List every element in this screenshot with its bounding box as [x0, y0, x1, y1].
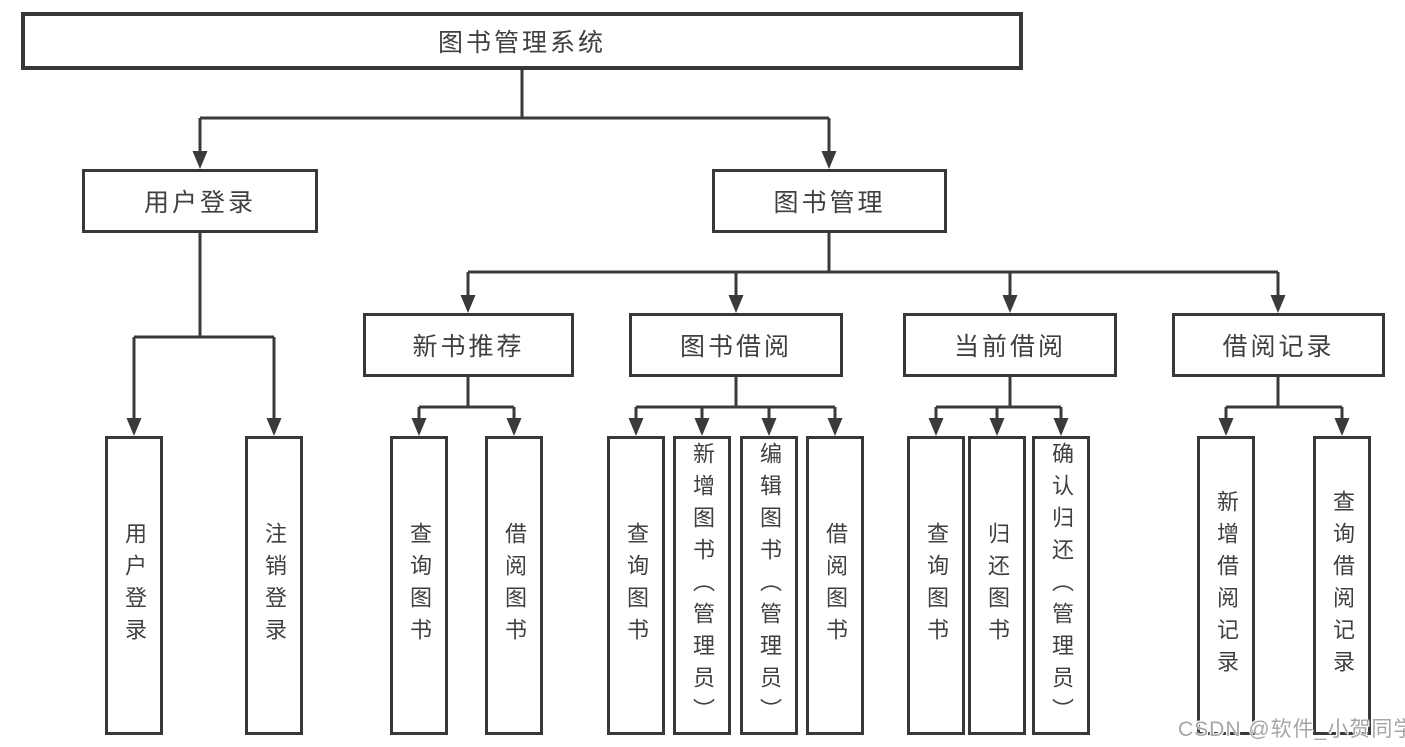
- arrowhead: [411, 418, 427, 436]
- node-current-borrow: 当前借阅: [903, 313, 1117, 377]
- leaf-recommend-borrow-books-label: 借阅图书: [502, 521, 527, 650]
- leaf-borrow-borrow-books: 借阅图书: [806, 436, 864, 735]
- arrowhead: [1053, 418, 1069, 436]
- leaf-user-login: 用户登录: [105, 436, 163, 735]
- leaf-records-add-record-label: 新增借阅记录: [1214, 489, 1239, 682]
- leaf-borrow-query-books-label: 查询图书: [624, 521, 649, 650]
- leaf-current-confirm-return-admin: 确认归还（管理员）: [1032, 436, 1090, 735]
- leaf-borrow-edit-books-admin: 编辑图书（管理员）: [740, 436, 798, 735]
- arrowhead: [506, 418, 522, 436]
- node-borrow-records: 借阅记录: [1172, 313, 1385, 377]
- arrowhead: [460, 295, 476, 313]
- arrowhead: [192, 151, 208, 169]
- arrowhead: [761, 418, 777, 436]
- arrowhead: [821, 151, 837, 169]
- arrowhead: [1002, 295, 1018, 313]
- leaf-records-query-record: 查询借阅记录: [1313, 436, 1371, 735]
- leaf-current-return-books-label: 归还图书: [985, 521, 1010, 650]
- leaf-borrow-add-books-admin: 新增图书（管理员）: [673, 436, 731, 735]
- arrowhead: [728, 295, 744, 313]
- arrowhead: [694, 418, 710, 436]
- node-new-book-recommend: 新书推荐: [363, 313, 574, 377]
- leaf-recommend-borrow-books: 借阅图书: [485, 436, 543, 735]
- leaf-borrow-add-books-admin-label: 新增图书（管理员）: [690, 441, 715, 730]
- arrowhead: [827, 418, 843, 436]
- node-user-login: 用户登录: [82, 169, 318, 233]
- node-book-borrow: 图书借阅: [629, 313, 843, 377]
- arrowhead: [628, 418, 644, 436]
- leaf-borrow-edit-books-admin-label: 编辑图书（管理员）: [757, 441, 782, 730]
- leaf-records-query-record-label: 查询借阅记录: [1330, 489, 1355, 682]
- arrowhead: [1334, 418, 1350, 436]
- leaf-borrow-borrow-books-label: 借阅图书: [823, 521, 848, 650]
- leaf-recommend-query-books: 查询图书: [390, 436, 448, 735]
- leaf-current-query-books-label: 查询图书: [924, 521, 949, 650]
- arrowhead: [989, 418, 1005, 436]
- arrowhead: [266, 418, 282, 436]
- leaf-records-add-record: 新增借阅记录: [1197, 436, 1255, 735]
- leaf-logout-label: 注销登录: [262, 521, 287, 650]
- arrowhead: [1218, 418, 1234, 436]
- arrowhead: [928, 418, 944, 436]
- watermark: CSDN @软件_小贺同学: [1178, 718, 1405, 741]
- arrowhead: [126, 418, 142, 436]
- leaf-borrow-query-books: 查询图书: [607, 436, 665, 735]
- leaf-current-return-books: 归还图书: [968, 436, 1026, 735]
- node-book-management: 图书管理: [712, 169, 947, 233]
- leaf-current-query-books: 查询图书: [907, 436, 965, 735]
- leaf-current-confirm-return-admin-label: 确认归还（管理员）: [1049, 441, 1074, 730]
- leaf-logout: 注销登录: [245, 436, 303, 735]
- leaf-recommend-query-books-label: 查询图书: [407, 521, 432, 650]
- arrowhead: [1270, 295, 1286, 313]
- leaf-user-login-label: 用户登录: [122, 521, 147, 650]
- node-root-library-system: 图书管理系统: [21, 12, 1023, 70]
